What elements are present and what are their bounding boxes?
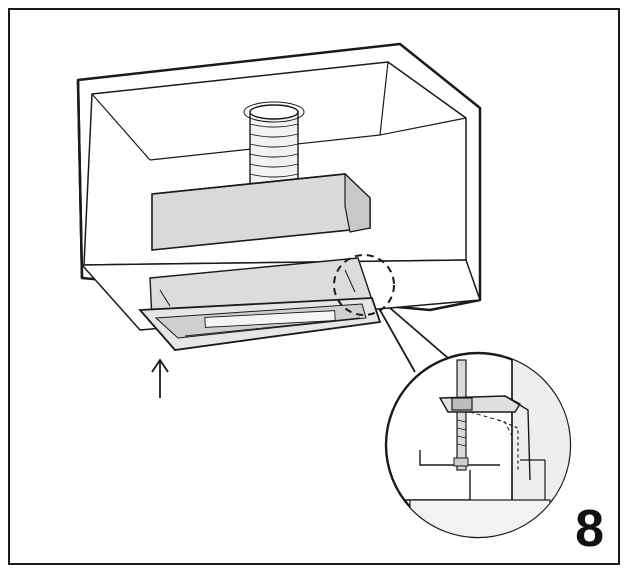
step-number: 8 (575, 500, 604, 558)
exhaust-duct (243, 101, 305, 185)
hood-bottom-panel (138, 257, 382, 351)
magnified-detail (384, 351, 572, 539)
diagram-frame (8, 8, 620, 565)
callout-leader (379, 307, 449, 373)
detail-marker (333, 254, 395, 316)
hood-body (151, 172, 371, 251)
up-arrow-icon (151, 358, 169, 398)
